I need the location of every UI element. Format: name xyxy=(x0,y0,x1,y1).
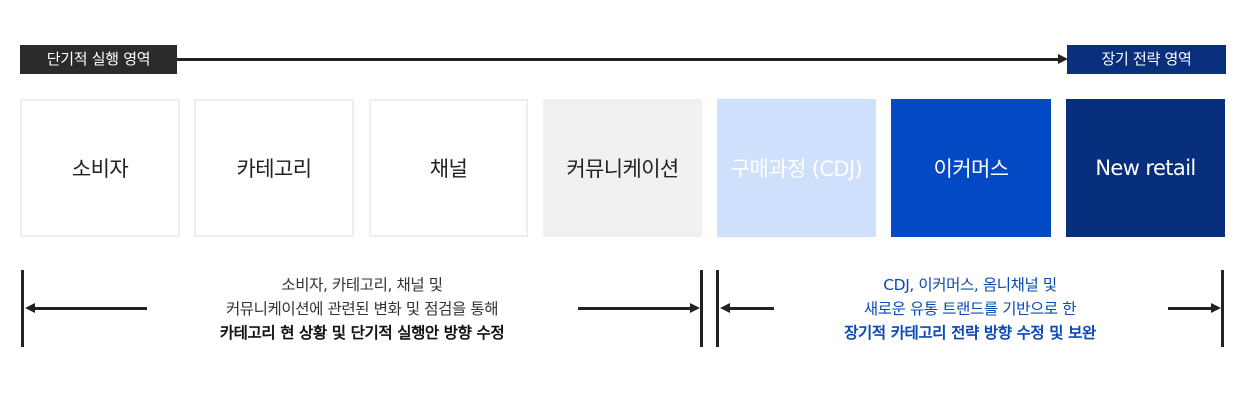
box-channel: 채널 xyxy=(369,99,528,237)
arrow-left-icon xyxy=(720,303,730,313)
box-label: 채널 xyxy=(429,157,468,181)
left-bracket-start xyxy=(21,270,24,347)
box-label: 소비자 xyxy=(71,157,129,181)
box-consumer: 소비자 xyxy=(20,99,180,237)
short-term-caption: 소비자, 카테고리, 채널 및 커뮤니케이션에 관련된 변화 및 점검을 통해 … xyxy=(150,273,574,345)
caption-emphasis: 카테고리 현 상황 및 단기적 실행안 방향 수정 xyxy=(219,324,505,342)
box-label: 카테고리 xyxy=(236,157,312,181)
left-bracket-end xyxy=(700,270,703,347)
left-bracket-line-b xyxy=(578,307,692,310)
caption-emphasis: 장기적 카테고리 전략 방향 수정 및 보완 xyxy=(844,324,1096,342)
box-label: 커뮤니케이션 xyxy=(566,157,679,181)
timeline-arrow-line xyxy=(177,58,1062,61)
arrow-right-icon xyxy=(690,303,700,313)
right-bracket-line-a xyxy=(728,307,774,310)
box-label: 구매과정 (CDJ) xyxy=(730,157,863,181)
right-bracket-start xyxy=(716,270,719,347)
timeline-arrow-head-icon xyxy=(1058,54,1068,64)
arrow-left-icon xyxy=(25,303,35,313)
box-category: 카테고리 xyxy=(194,99,354,237)
long-term-caption: CDJ, 이커머스, 옴니채널 및 새로운 유통 트랜드를 기반으로 한 장기적… xyxy=(780,273,1160,345)
box-label: 이커머스 xyxy=(933,157,1009,181)
box-cdj: 구매과정 (CDJ) xyxy=(717,99,876,237)
caption-line: 커뮤니케이션에 관련된 변화 및 점검을 통해 xyxy=(225,300,499,318)
box-label: New retail xyxy=(1095,156,1196,180)
left-bracket-line-a xyxy=(33,307,147,310)
box-communication: 커뮤니케이션 xyxy=(543,99,702,237)
caption-line: 소비자, 카테고리, 채널 및 xyxy=(281,276,443,294)
right-bracket-end xyxy=(1221,270,1224,347)
short-term-area-label: 단기적 실행 영역 xyxy=(20,45,177,74)
caption-line: 새로운 유통 트랜드를 기반으로 한 xyxy=(863,300,1077,318)
arrow-right-icon xyxy=(1211,303,1221,313)
long-term-area-label: 장기 전략 영역 xyxy=(1067,45,1226,74)
box-new-retail: New retail xyxy=(1066,99,1225,237)
right-bracket-line-b xyxy=(1168,307,1212,310)
caption-line: CDJ, 이커머스, 옴니채널 및 xyxy=(883,276,1057,294)
box-ecommerce: 이커머스 xyxy=(891,99,1051,237)
